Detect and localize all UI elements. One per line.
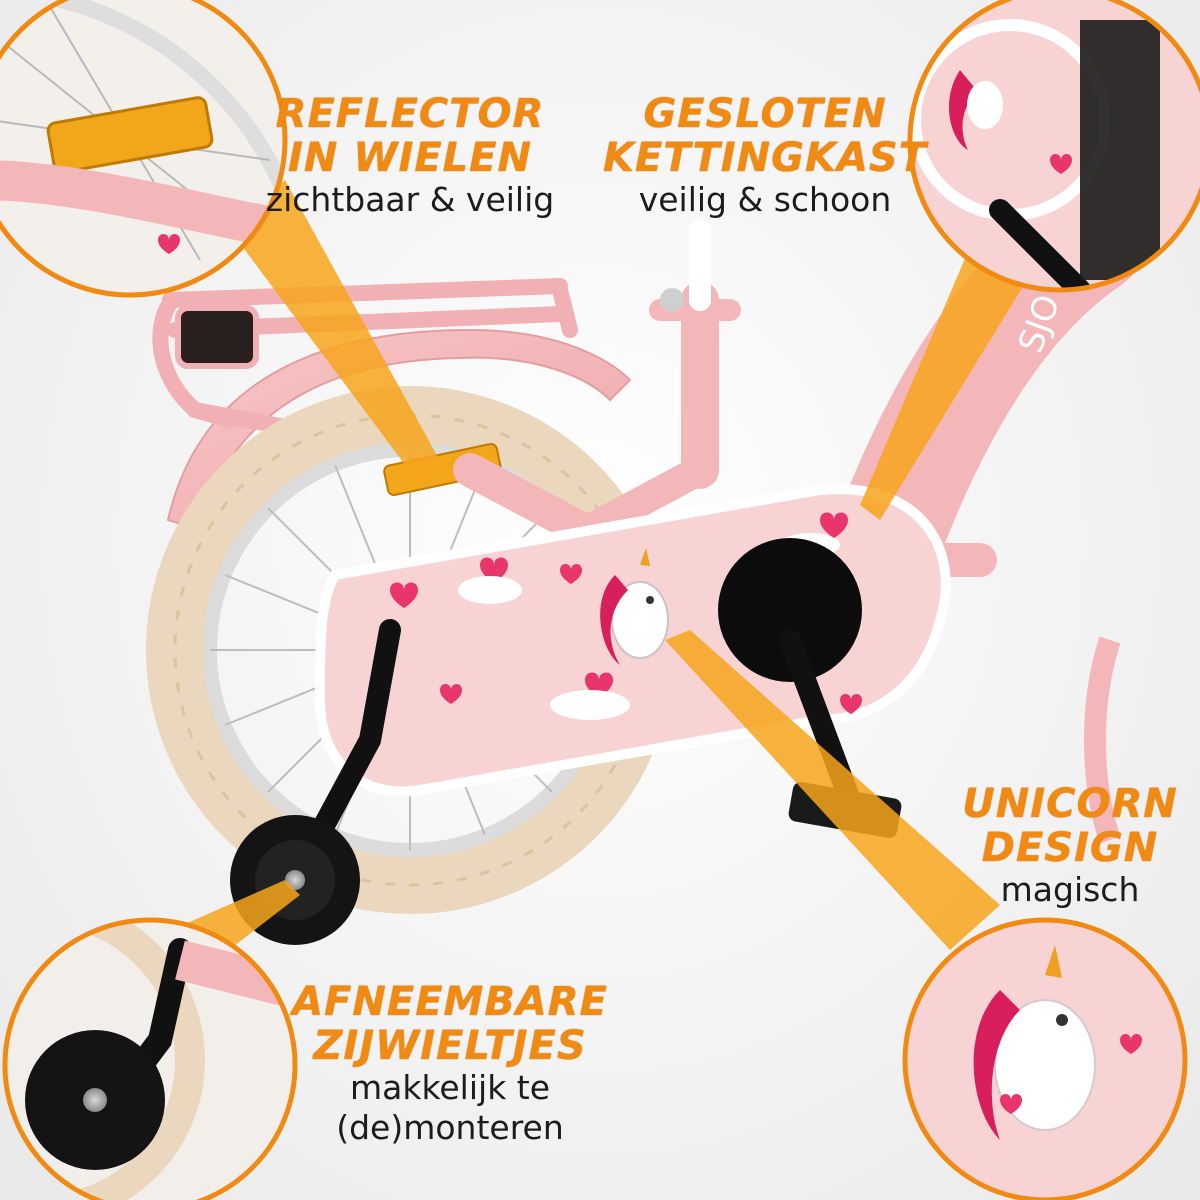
callout-reflector-title-line2: IN WIELEN: [288, 135, 532, 181]
callout-training-wheels-subtitle-line1: makkelijk te: [349, 1068, 551, 1107]
callout-chain-guard-title-line2: KETTINGKAST: [602, 135, 928, 181]
rear-mudguard: [166, 328, 632, 532]
callout-reflector-title-line1: REFLECTOR: [275, 91, 545, 137]
detail-circle-reflector: [0, 0, 288, 298]
callout-training-wheels-title-line2: ZIJWIELTJES: [313, 1023, 587, 1069]
callout-reflector-subtitle: zichtbaar & veilig: [265, 180, 555, 219]
callout-reflector: REFLECTOR IN WIELEN zichtbaar & veilig: [250, 92, 570, 220]
unicorn-decal: [600, 548, 669, 665]
callout-chain-guard-subtitle: veilig & schoon: [638, 180, 892, 219]
chainring-cover: [718, 538, 862, 682]
callout-unicorn: UNICORN DESIGN magisch: [950, 782, 1190, 910]
callout-training-wheels-title-line1: AFNEEMBARE: [292, 979, 608, 1025]
callout-unicorn-title-line2: DESIGN: [981, 825, 1159, 871]
bell: [660, 288, 684, 312]
callout-unicorn-subtitle: magisch: [1000, 870, 1140, 909]
detail-circle-unicorn: [902, 917, 1188, 1200]
callout-chain-guard-title-line1: GESLOTEN: [643, 91, 887, 137]
callout-training-wheels-subtitle-line2: (de)monteren: [336, 1108, 564, 1147]
detail-circle-training-wheels: [2, 917, 298, 1200]
callout-training-wheels: AFNEEMBARE ZIJWIELTJES makkelijk te (de)…: [290, 980, 610, 1148]
front-mudguard: [1084, 636, 1121, 844]
callout-unicorn-title-line1: UNICORN: [962, 781, 1178, 827]
callout-chain-guard: GESLOTEN KETTINGKAST veilig & schoon: [600, 92, 930, 220]
detail-circle-chain-guard: [907, 0, 1200, 293]
rear-reflector: [175, 305, 259, 369]
